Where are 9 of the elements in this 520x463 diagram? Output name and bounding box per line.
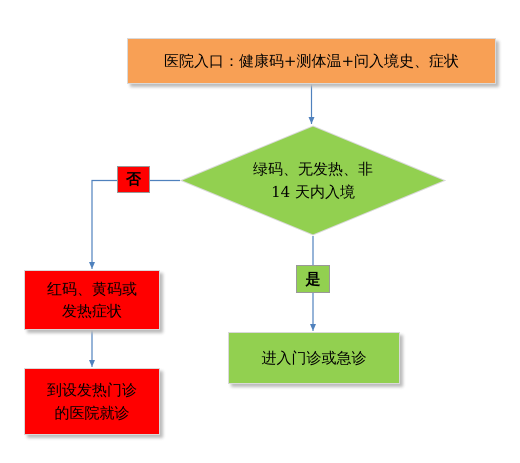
edge-label: 否 bbox=[117, 166, 150, 193]
arrow bbox=[308, 84, 314, 124]
process-box: 红码、黄码或发热症状 bbox=[24, 270, 160, 330]
process-box: 到设发热门诊的医院就诊 bbox=[24, 368, 160, 435]
arrow bbox=[89, 330, 95, 367]
edge-label: 是 bbox=[296, 265, 330, 293]
decision-diamond: 绿码、无发热、非 14 天内入境 bbox=[180, 125, 446, 236]
process-box: 进入门诊或急诊 bbox=[228, 332, 400, 384]
process-box: 医院入口：健康码+测体温+问入境史、症状 bbox=[127, 38, 496, 84]
